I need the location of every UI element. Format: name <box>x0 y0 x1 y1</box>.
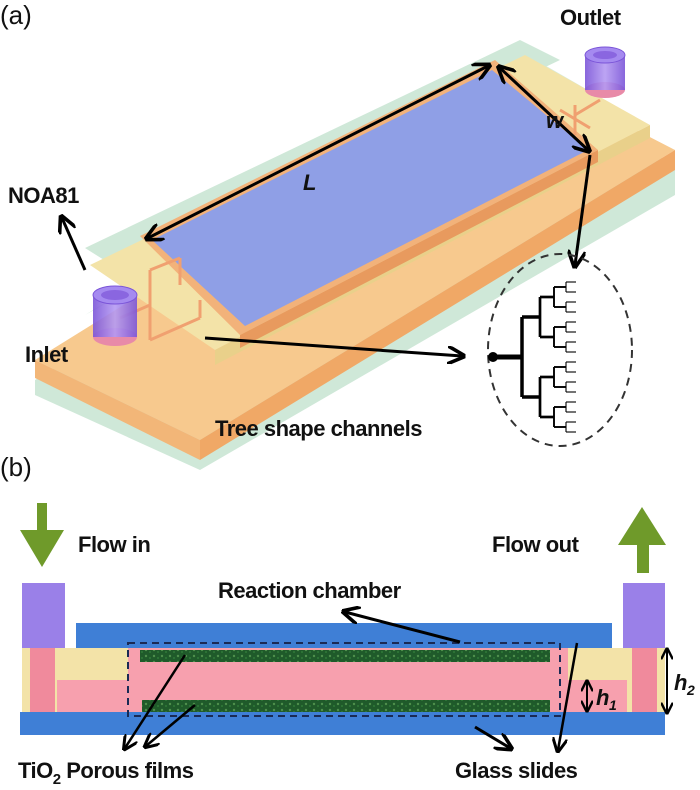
flow-in-label: Flow in <box>78 532 150 557</box>
bottom-tio2-film <box>142 700 550 712</box>
h2-sub: 2 <box>686 682 695 698</box>
tio2-rest: Porous films <box>61 758 194 783</box>
left-tube <box>22 583 65 649</box>
top-tio2-film <box>140 650 550 662</box>
noa81-label: NOA81 <box>8 183 79 208</box>
length-arrow <box>148 66 488 238</box>
cross-section <box>20 583 665 735</box>
top-film-pointer-arrow <box>125 654 187 748</box>
panel-b-label: (b) <box>0 452 32 482</box>
tio2-films-label: TiO2 Porous films <box>18 758 194 788</box>
channels-pointer-arrow <box>204 336 462 356</box>
outlet-label: Outlet <box>560 5 622 30</box>
length-label: L <box>303 170 316 195</box>
tree-inset-ellipse <box>487 253 633 447</box>
chamber-pointer-arrow <box>345 612 461 644</box>
glass-pointer-arrow-1 <box>474 725 510 748</box>
panel-a-label: (a) <box>0 0 32 30</box>
outlet-tube <box>584 46 626 98</box>
reaction-chamber-label: Reaction chamber <box>218 578 402 603</box>
base-layer-side <box>35 360 200 460</box>
reaction-chamber-outline <box>127 642 561 717</box>
flow-out-arrow <box>618 507 666 573</box>
tree-pointer-arrow <box>575 154 592 265</box>
chamber-rim-front <box>240 150 598 348</box>
inlet-channel <box>30 648 55 712</box>
noa81-pointer-arrow <box>62 218 87 271</box>
h1-main: h <box>596 685 609 710</box>
h2-main: h <box>674 670 687 695</box>
microfluidic-chip-3d <box>35 40 675 470</box>
flow-in-arrow <box>20 503 64 567</box>
tio2-main: TiO <box>18 758 53 783</box>
h2-label: h2 <box>674 670 695 698</box>
h1-sub: 1 <box>609 697 617 713</box>
flow-out-label: Flow out <box>492 532 580 557</box>
glass-slides-label: Glass slides <box>455 758 578 783</box>
tree-channel-schematic <box>488 281 576 433</box>
width-label: w <box>546 108 565 133</box>
bottom-film-pointer-arrow <box>146 704 196 746</box>
outlet-channel <box>632 648 657 712</box>
width-arrow <box>500 68 588 150</box>
tio2-sub: 2 <box>53 771 61 788</box>
base-layer-front <box>200 150 675 460</box>
inlet-label: Inlet <box>25 342 69 367</box>
h1-label: h1 <box>596 685 617 713</box>
inlet-tube <box>92 285 138 346</box>
right-tube <box>623 583 665 649</box>
tree-channels-label: Tree shape channels <box>215 416 422 441</box>
glass-pointer-arrow-2 <box>558 642 579 750</box>
top-glass-slide <box>76 623 612 648</box>
